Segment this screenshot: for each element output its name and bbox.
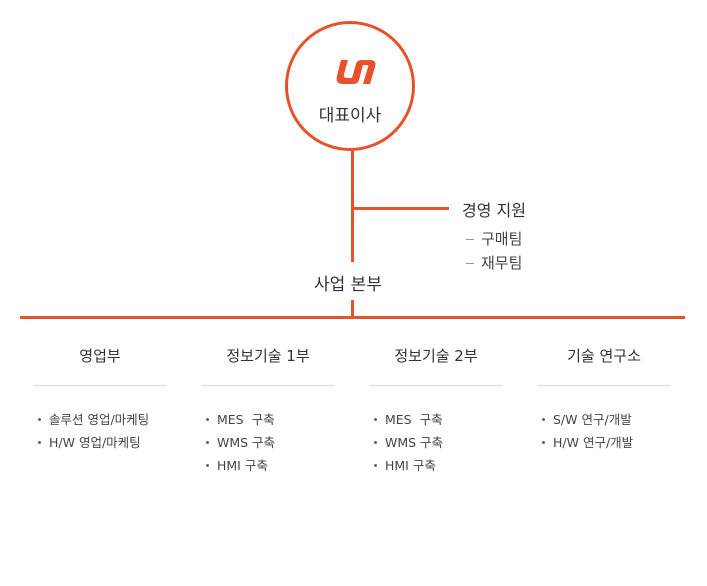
department-divider bbox=[369, 385, 503, 386]
department-item: H/W 연구/개발 bbox=[537, 431, 671, 454]
department-sales: 영업부 솔루션 영업/마케팅 H/W 영업/마케팅 bbox=[33, 345, 167, 454]
bullet-icon bbox=[206, 441, 209, 444]
department-item: MES 구축 bbox=[201, 408, 335, 431]
support-item-label: 재무팀 bbox=[481, 254, 523, 272]
bullet-icon bbox=[206, 418, 209, 421]
department-title: 정보기술 1부 bbox=[226, 347, 310, 365]
department-items: MES 구축 WMS 구축 HMI 구축 bbox=[369, 408, 503, 477]
department-item-label: WMS 구축 bbox=[385, 435, 444, 450]
support-branch-line bbox=[353, 207, 449, 210]
support-item-label: 구매팀 bbox=[481, 230, 523, 248]
department-items: S/W 연구/개발 H/W 연구/개발 bbox=[537, 408, 671, 454]
department-item-label: H/W 영업/마케팅 bbox=[49, 435, 141, 450]
department-divider bbox=[537, 385, 671, 386]
department-item: S/W 연구/개발 bbox=[537, 408, 671, 431]
ceo-to-hq-line bbox=[351, 150, 354, 262]
bullet-icon bbox=[374, 441, 377, 444]
department-title: 영업부 bbox=[79, 347, 121, 365]
department-item-label: MES 구축 bbox=[217, 412, 275, 427]
headquarters-label: 사업 본부 bbox=[314, 275, 382, 295]
support-title: 경영 지원 bbox=[462, 201, 526, 220]
dash-icon bbox=[466, 263, 474, 264]
department-item: H/W 영업/마케팅 bbox=[33, 431, 167, 454]
department-items: MES 구축 WMS 구축 HMI 구축 bbox=[201, 408, 335, 477]
bullet-icon bbox=[374, 464, 377, 467]
department-item: HMI 구축 bbox=[201, 454, 335, 477]
department-item: HMI 구축 bbox=[369, 454, 503, 477]
department-item-label: H/W 연구/개발 bbox=[553, 435, 634, 450]
department-item-label: HMI 구축 bbox=[217, 458, 268, 473]
department-item: WMS 구축 bbox=[369, 431, 503, 454]
department-divider bbox=[201, 385, 335, 386]
department-it-2: 정보기술 2부 MES 구축 WMS 구축 HMI 구축 bbox=[369, 345, 503, 477]
dash-icon bbox=[466, 239, 474, 240]
department-it-1: 정보기술 1부 MES 구축 WMS 구축 HMI 구축 bbox=[201, 345, 335, 477]
hq-to-departments-line bbox=[351, 300, 354, 318]
department-item-label: MES 구축 bbox=[385, 412, 443, 427]
bullet-icon bbox=[38, 418, 41, 421]
department-item: 솔루션 영업/마케팅 bbox=[33, 408, 167, 431]
support-item: 재무팀 bbox=[466, 252, 522, 273]
department-divider bbox=[33, 385, 167, 386]
department-item: MES 구축 bbox=[369, 408, 503, 431]
company-logo-icon bbox=[336, 60, 376, 84]
department-item-label: WMS 구축 bbox=[217, 435, 276, 450]
ceo-node: 대표이사 bbox=[285, 21, 415, 151]
bullet-icon bbox=[542, 418, 545, 421]
ceo-label: 대표이사 bbox=[318, 106, 382, 126]
departments-bus-line bbox=[20, 316, 685, 319]
department-item-label: S/W 연구/개발 bbox=[553, 412, 632, 427]
bullet-icon bbox=[206, 464, 209, 467]
department-title: 기술 연구소 bbox=[567, 347, 641, 365]
department-item-label: 솔루션 영업/마케팅 bbox=[49, 412, 150, 427]
support-item: 구매팀 bbox=[466, 228, 522, 249]
department-research-lab: 기술 연구소 S/W 연구/개발 H/W 연구/개발 bbox=[537, 345, 671, 454]
bullet-icon bbox=[38, 441, 41, 444]
bullet-icon bbox=[374, 418, 377, 421]
department-item-label: HMI 구축 bbox=[385, 458, 436, 473]
bullet-icon bbox=[542, 441, 545, 444]
department-title: 정보기술 2부 bbox=[394, 347, 478, 365]
department-item: WMS 구축 bbox=[201, 431, 335, 454]
department-items: 솔루션 영업/마케팅 H/W 영업/마케팅 bbox=[33, 408, 167, 454]
